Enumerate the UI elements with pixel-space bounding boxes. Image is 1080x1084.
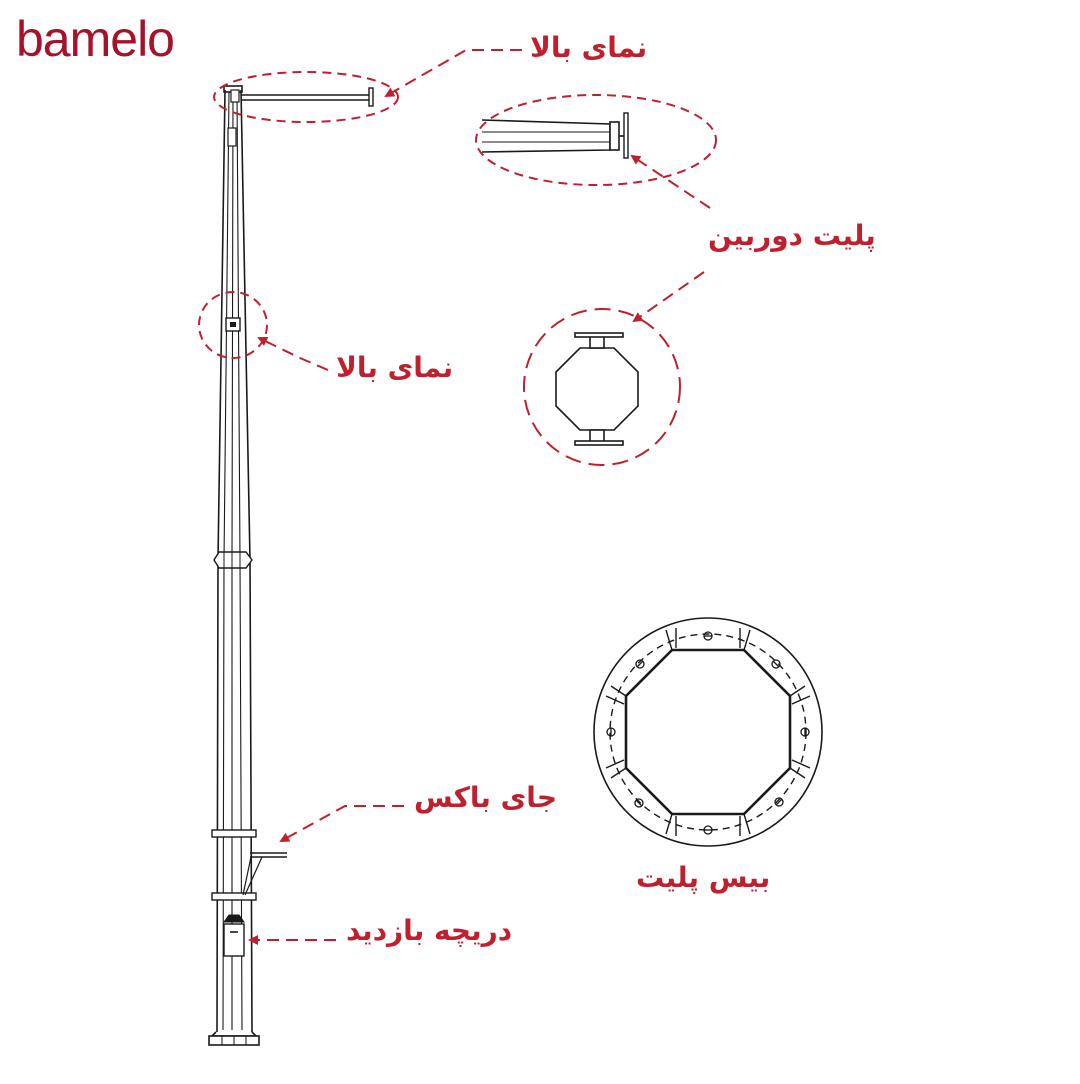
logo-text: bamelo — [16, 11, 175, 67]
bamelo-logo: bamelo — [16, 11, 175, 67]
label-inspection-door: دریچه بازدید — [346, 914, 513, 947]
pole — [208, 85, 374, 1046]
label-camera-plate: پلیت دوربین — [708, 219, 876, 252]
leader-lines — [248, 49, 711, 945]
label-box-mount: جای باکس — [414, 781, 557, 814]
arm-detail — [481, 112, 629, 159]
label-top-view-1: نمای بالا — [530, 31, 648, 64]
label-top-view-2: نمای بالا — [336, 351, 454, 384]
base-plate-view — [593, 617, 823, 847]
callout-ellipses-pole — [198, 71, 399, 359]
camera-plate-top-view — [555, 332, 639, 446]
label-base-plate: بیس پلیت — [636, 861, 771, 894]
callout-ellipse-arm — [475, 94, 717, 186]
callout-circle-camera-plate — [523, 308, 681, 466]
